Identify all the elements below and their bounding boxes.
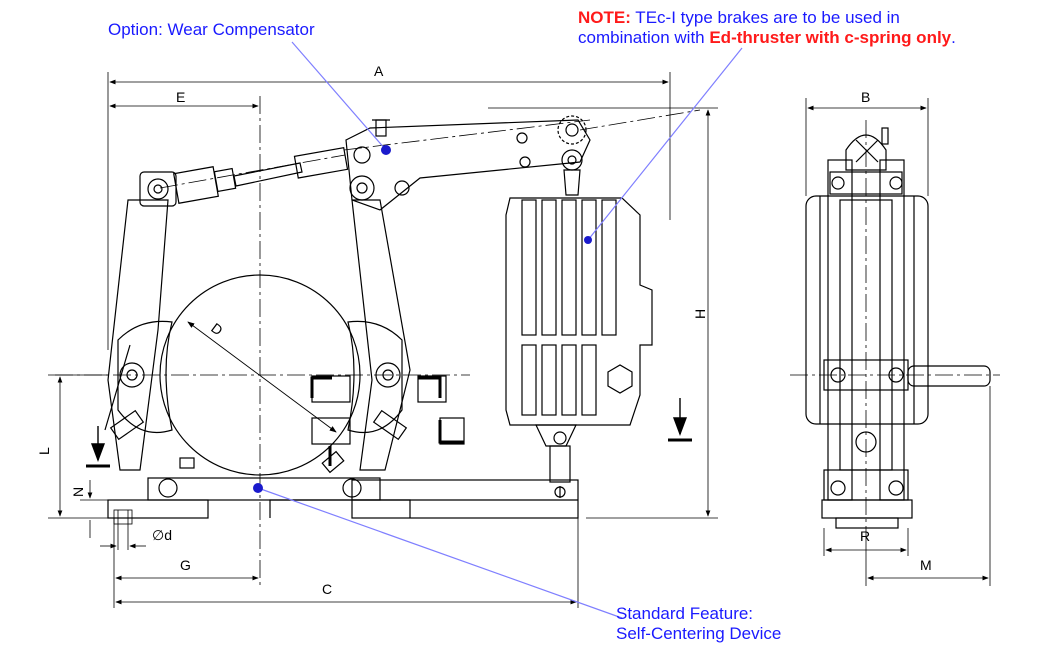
left-lever (107, 199, 169, 471)
dim-label-r: R (860, 528, 870, 544)
note-highlight: Ed-thruster with c-spring only (709, 28, 952, 47)
side-view (104, 115, 653, 519)
wear-compensator-callout: Option: Wear Compensator (108, 20, 315, 39)
base-foot (269, 499, 411, 518)
front-base (821, 499, 913, 519)
dim-label-small-d: ∅d (152, 527, 172, 543)
right-lever (351, 199, 411, 471)
dim-label-g: G (180, 557, 191, 573)
bottom-pivot-left (158, 478, 178, 498)
front-drum (805, 195, 929, 425)
upper-pivot (349, 175, 375, 201)
thruster-support (549, 445, 571, 483)
note-line-1-text: TEc-I type brakes are to be used in (630, 8, 900, 27)
thruster-fins (521, 199, 617, 416)
spring-rod (233, 162, 303, 187)
front-shaft (907, 365, 991, 387)
note-prefix: NOTE: (578, 8, 631, 27)
self-centering-marker (253, 483, 263, 493)
centre-lines (55, 96, 701, 585)
dim-label-h: H (692, 309, 708, 319)
left-arm-head (139, 171, 177, 207)
dim-label-e: E (176, 89, 185, 105)
standard-feature-line-1: Standard Feature: (616, 604, 754, 623)
spring-housing (173, 166, 219, 204)
note-line-2-start: combination with (578, 28, 710, 47)
right-brake-shoe (347, 320, 403, 434)
wear-compensator-marker (381, 145, 391, 155)
ed-thruster (505, 197, 653, 426)
thruster-marker (584, 236, 592, 244)
dim-label-l: L (36, 447, 52, 455)
note-callout: NOTE: TEc-I type brakes are to be used i… (578, 8, 956, 48)
base-plate-left (107, 499, 209, 519)
left-shoe-bolt (109, 409, 145, 441)
bottom-pivot-right (342, 478, 362, 498)
thruster-rod (563, 169, 581, 196)
note-line-2-end: . (951, 28, 956, 47)
dim-label-a: A (374, 63, 384, 79)
dim-label-c: C (322, 581, 332, 597)
dim-label-b: B (861, 89, 870, 105)
left-brake-shoe (117, 320, 173, 434)
section-marks (86, 376, 692, 468)
dim-label-n: N (70, 487, 86, 497)
thruster-plug (607, 364, 633, 394)
dimension-d-diameter (187, 321, 337, 433)
base-plate-mid (147, 477, 381, 501)
marker-dots (253, 145, 592, 493)
thruster-link-pivot (561, 149, 583, 171)
right-shoe-bolt (372, 409, 408, 441)
front-view (805, 127, 991, 529)
base-plate-right (351, 479, 579, 519)
standard-feature-line-2: Self-Centering Device (616, 624, 782, 643)
dim-label-m: M (920, 557, 932, 573)
adjust-nut (213, 167, 237, 193)
dim-label-d: D (208, 320, 226, 339)
note-line-2: combination with Ed-thruster with c-spri… (578, 28, 956, 48)
note-line-1: NOTE: TEc-I type brakes are to be used i… (578, 8, 956, 28)
leader-lines (257, 41, 743, 619)
upper-lever (345, 119, 591, 211)
standard-feature-callout: Standard Feature: Self-Centering Device (616, 604, 781, 644)
